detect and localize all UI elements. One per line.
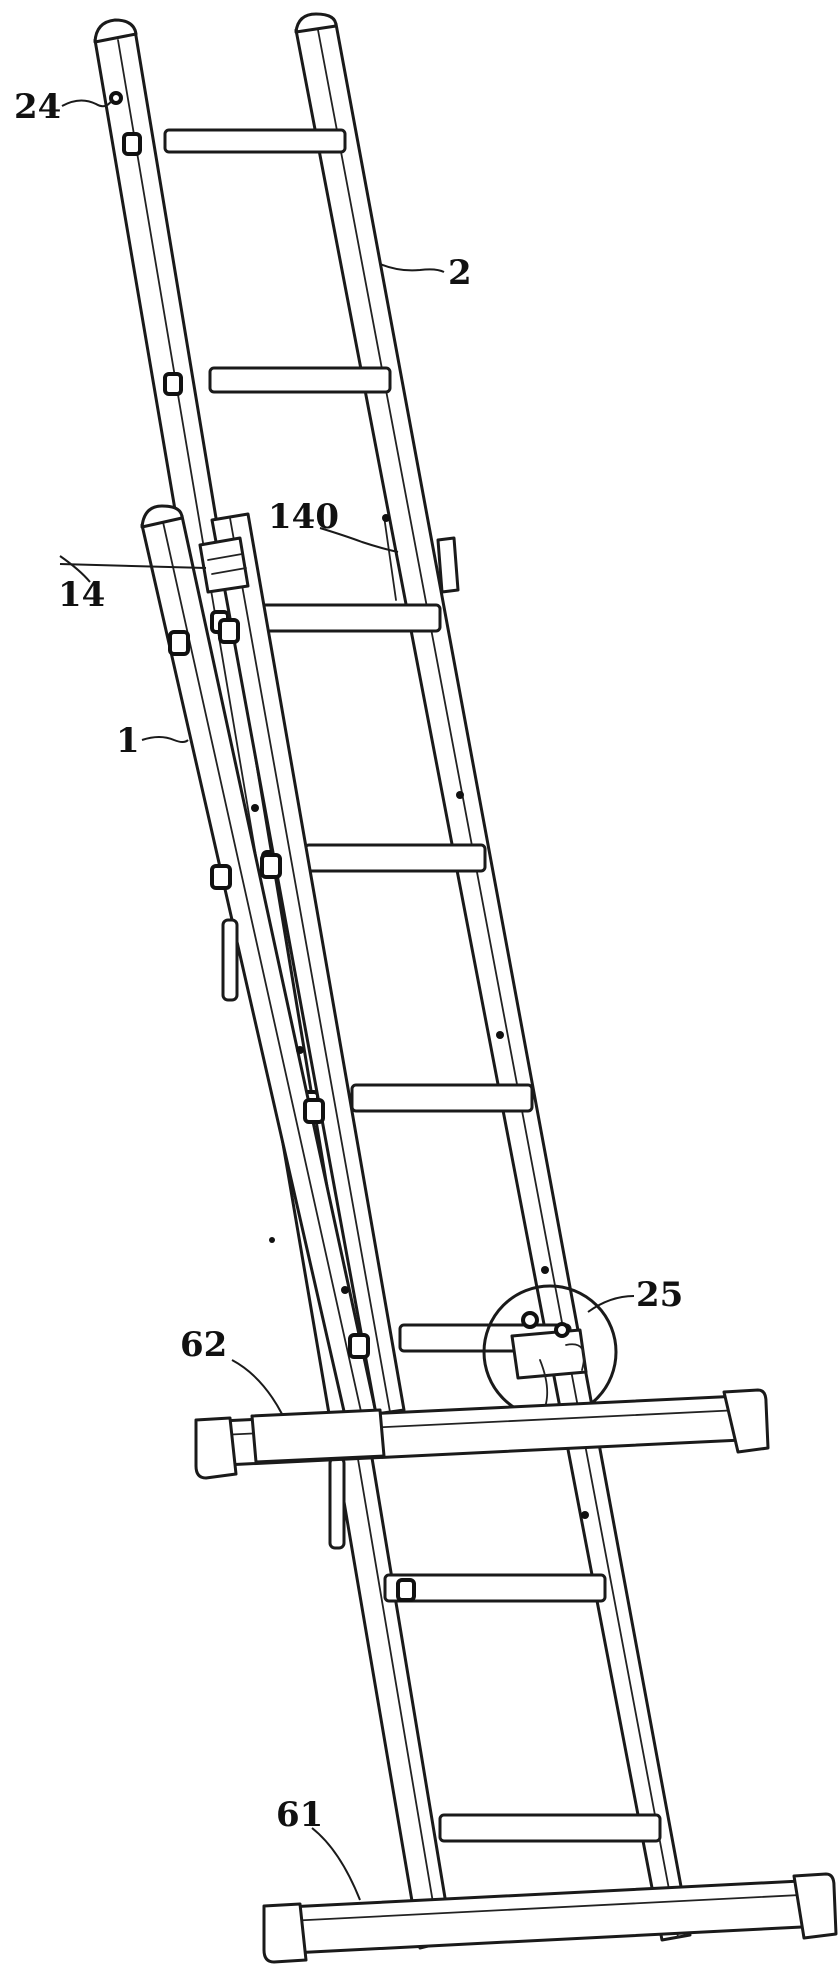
guide-140: [436, 536, 460, 594]
foot-beam-62-center-block: [250, 1408, 386, 1464]
ref-label-62: 62: [180, 1325, 227, 1365]
ref-label-2: 2: [448, 253, 472, 293]
ref-label-61: 61: [276, 1795, 323, 1835]
foot-beam-61-edge: [267, 1893, 821, 1923]
lower-rivet-2: [296, 1046, 304, 1054]
reference-labels: 24 2 140 14 1 25 62 61: [14, 87, 683, 1835]
ref-label-24: 24: [14, 87, 61, 127]
upper-rail-slot-7: [396, 1578, 416, 1602]
upper-rung-8: [438, 1813, 662, 1843]
lower-rail-slot-2: [218, 618, 240, 644]
guide-140-pin: [382, 514, 390, 522]
upper-rivet-2: [496, 1031, 504, 1039]
leader-1: [141, 736, 189, 743]
guide-bracket-14-detail: [207, 553, 247, 575]
foot-beam-61-right-cap: [792, 1872, 838, 1940]
lower-rail-slot-5: [303, 1098, 325, 1124]
ref-label-1: 1: [116, 721, 140, 761]
leader-14: [59, 563, 207, 569]
lower-rivet-1: [251, 804, 259, 812]
foot-beam-62: [194, 1388, 770, 1480]
guide-bracket-14: [198, 536, 250, 594]
leader-62: [231, 1359, 283, 1415]
lower-rail-slot-6: [348, 1333, 370, 1359]
leader-lines: [59, 99, 635, 1901]
upper-right-rail: [294, 22, 692, 1942]
lower-rivet-3: [341, 1286, 349, 1294]
ref-label-25: 25: [636, 1275, 683, 1315]
upper-rung-1: [163, 128, 347, 154]
lower-left-rail-inner-line: [162, 521, 363, 1417]
upper-right-rail-cap: [294, 12, 338, 34]
upper-left-rail-cap: [93, 18, 138, 44]
upper-rail-slot-1: [122, 132, 142, 156]
upper-rivet-1: [456, 791, 464, 799]
lower-rivet-4: [269, 1237, 275, 1243]
upper-ladder-section: [93, 12, 692, 1950]
locking-device-pin-2: [554, 1322, 570, 1338]
ref-label-14: 14: [58, 575, 105, 615]
guide-140-rod: [383, 515, 397, 601]
hook-hole-24: [109, 91, 123, 105]
upper-rung-7: [383, 1573, 607, 1603]
upper-rung-2: [208, 366, 392, 394]
leader-14-b: [59, 555, 91, 583]
upper-rung-4: [303, 843, 487, 873]
leader-25: [587, 1295, 635, 1313]
leader-2: [379, 263, 445, 273]
upper-rung-5: [350, 1083, 534, 1113]
lower-right-rail-inner-line: [229, 517, 391, 1413]
leader-61: [311, 1827, 361, 1901]
lower-rail-slot-1: [168, 630, 190, 656]
lower-rail-slot-4: [260, 853, 282, 879]
foot-beam-62-right-cap: [722, 1388, 770, 1454]
leader-140: [319, 527, 399, 553]
upper-rail-slot-2: [163, 372, 183, 396]
locking-device-pin-1: [521, 1311, 539, 1329]
upper-rivet-4: [581, 1511, 589, 1519]
upper-rivet-3: [541, 1266, 549, 1274]
foot-beam-61: [262, 1872, 838, 1964]
lower-lock-bar-2: [328, 1456, 346, 1550]
leader-24: [61, 99, 113, 108]
upper-right-rail-inner-line: [317, 29, 679, 1938]
locking-device-body: [510, 1328, 588, 1380]
lower-rail-slot-3: [210, 864, 232, 890]
lower-ladder-section: [140, 504, 460, 1550]
locking-device-25: [482, 1284, 618, 1420]
foot-beam-62-left-cap: [194, 1416, 238, 1480]
lower-left-rail-cap: [140, 504, 184, 529]
foot-beam-61-left-cap: [262, 1902, 308, 1964]
ref-label-140: 140: [268, 497, 339, 537]
upper-rung-3: [256, 603, 442, 633]
lower-lock-bar-1: [221, 918, 239, 1002]
